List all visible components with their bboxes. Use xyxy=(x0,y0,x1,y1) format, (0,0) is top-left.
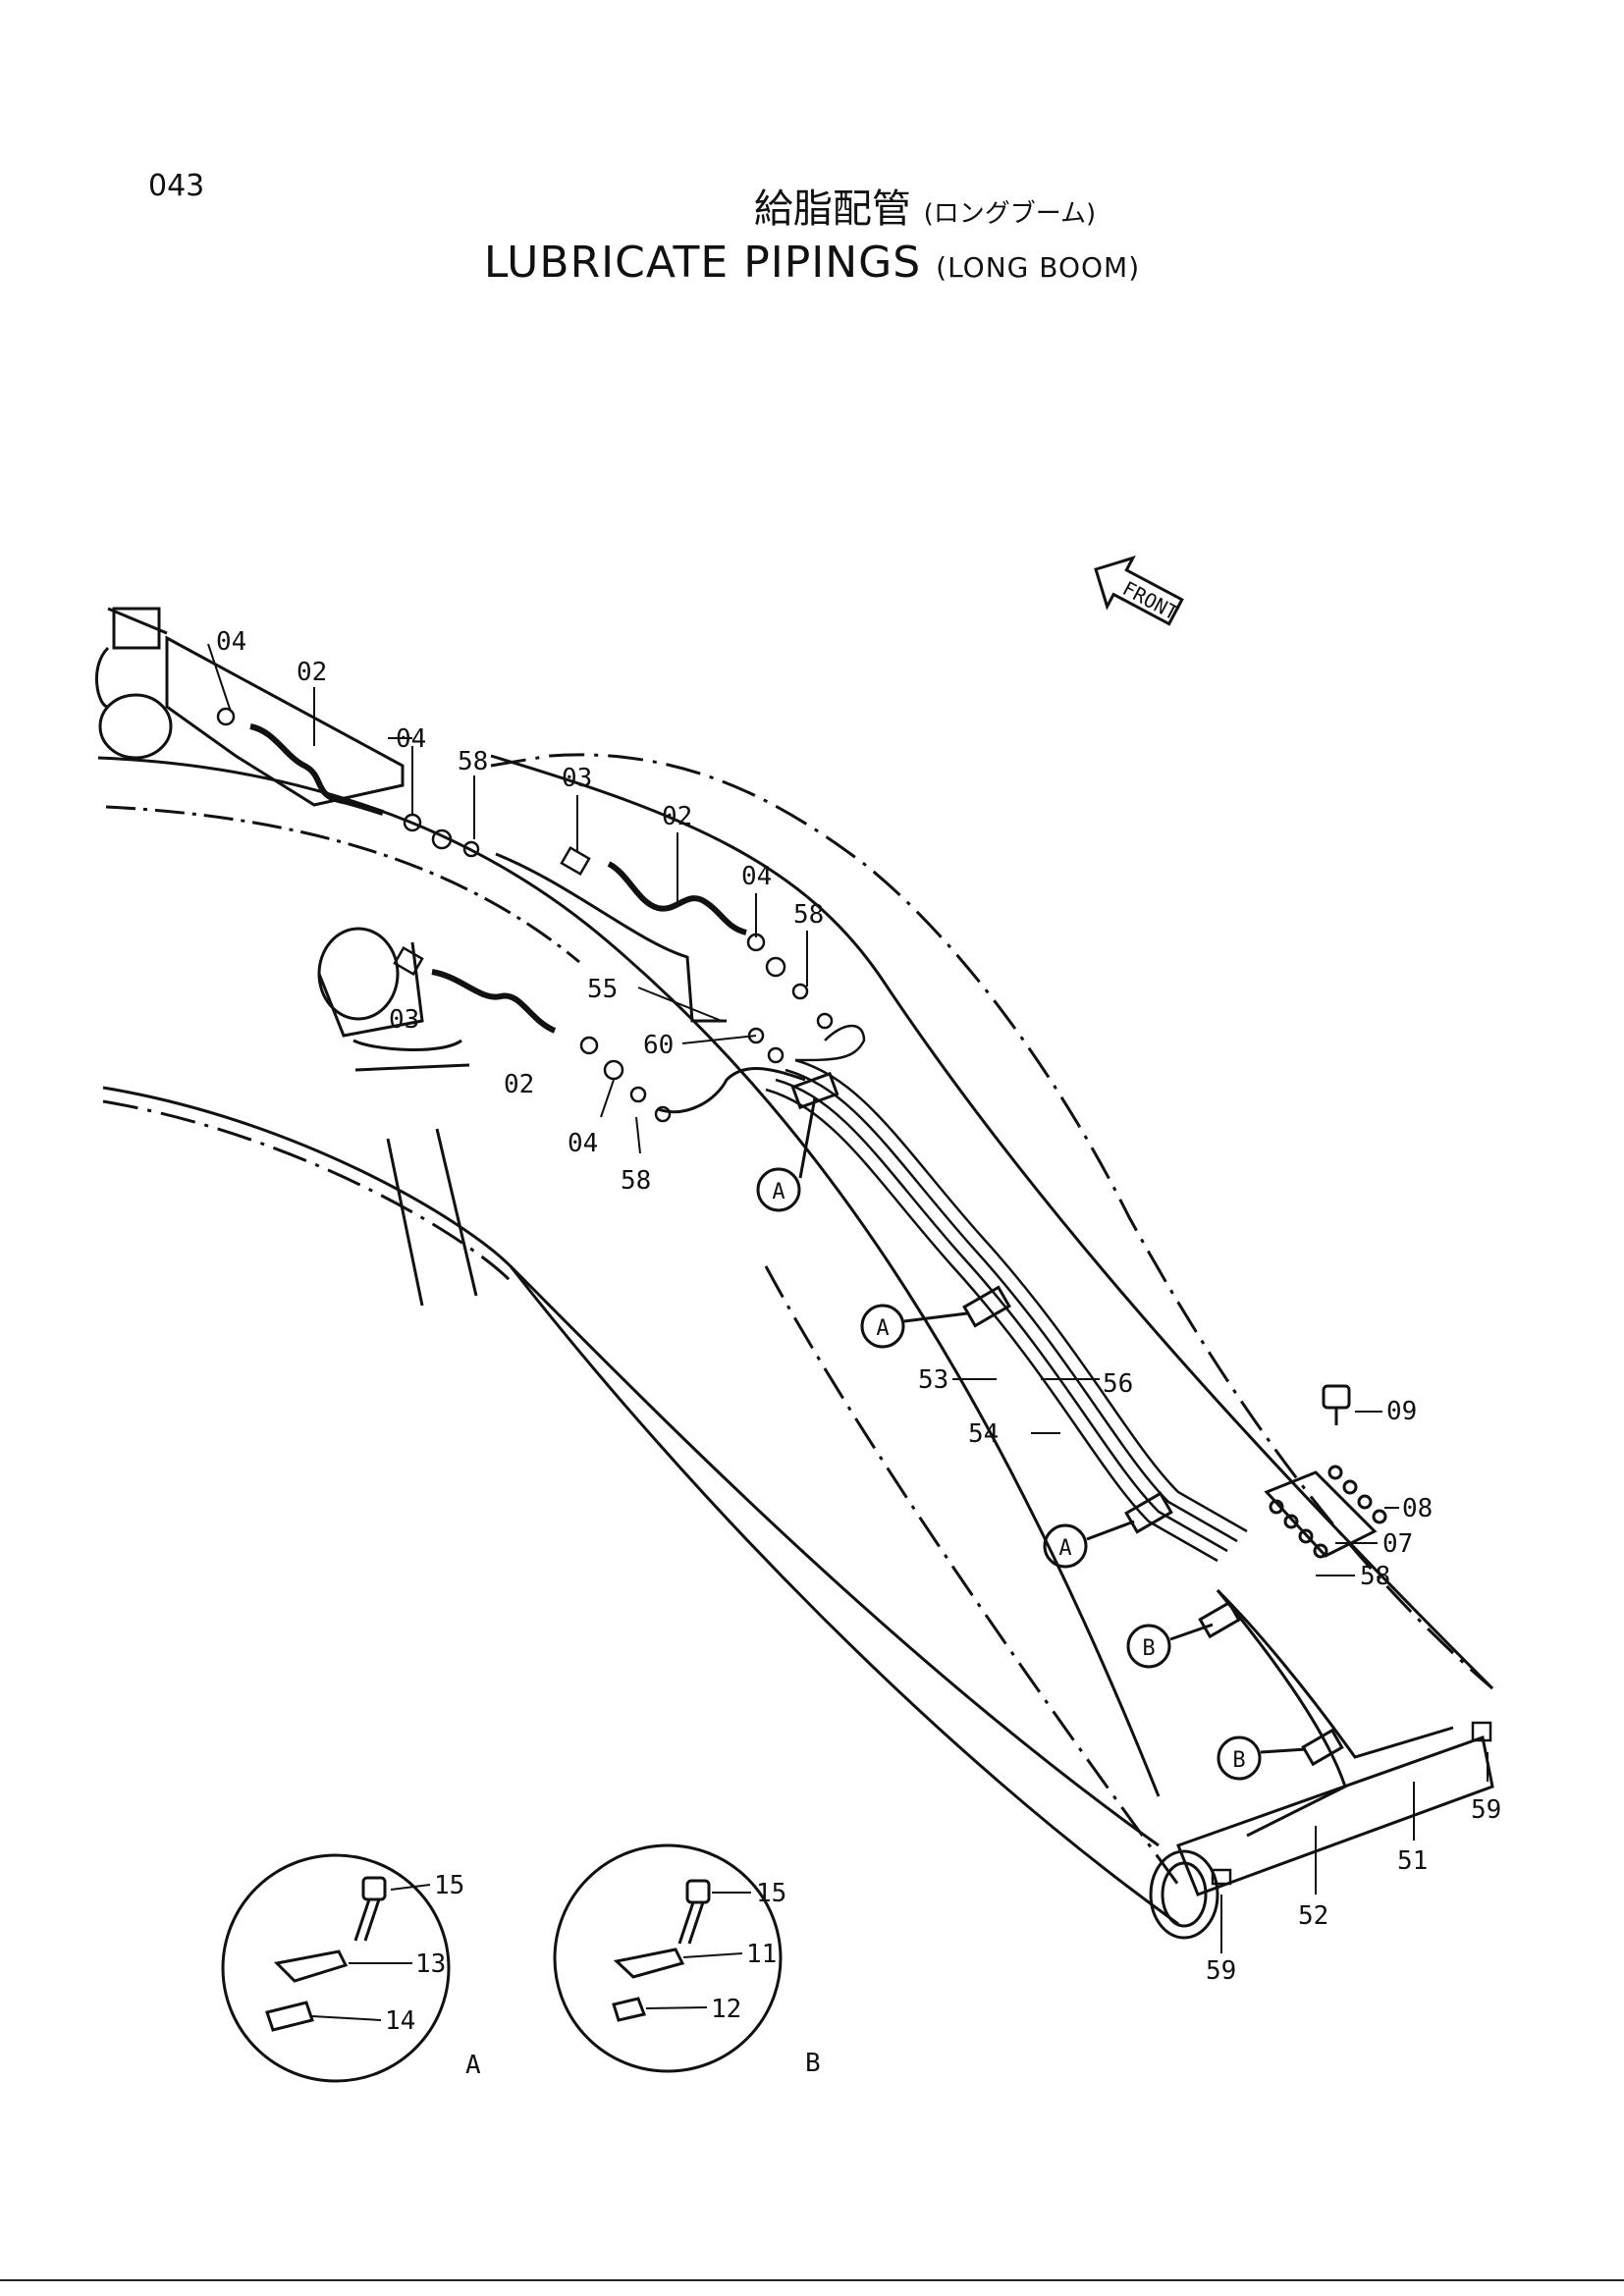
detail-a-clamp-13: 13 xyxy=(415,1949,446,1979)
pipe-60 xyxy=(657,1066,806,1114)
callout-09: 09 xyxy=(1386,1397,1417,1426)
callout-03-a: 03 xyxy=(562,764,592,793)
callout-58-b: 58 xyxy=(793,900,824,930)
title-english: LUBRICATE PIPINGS (LONG BOOM) xyxy=(0,238,1624,288)
title-english-sub: (LONG BOOM) xyxy=(936,251,1141,284)
callout-02-b: 02 xyxy=(662,802,692,831)
arm-cylinder xyxy=(317,927,478,1307)
detail-markers xyxy=(756,1096,1307,1781)
boom-foot-boss xyxy=(94,607,405,807)
pipe-bundle xyxy=(765,1024,1248,1563)
callout-02-a: 02 xyxy=(297,658,327,687)
callout-04-b: 04 xyxy=(396,724,426,754)
detail-a-nut-14: 14 xyxy=(385,2006,415,2036)
leader-lines xyxy=(207,643,1489,1953)
callout-02-c: 02 xyxy=(504,1070,534,1099)
grease-fitting-09 xyxy=(1322,1384,1351,1425)
hose-02-lower xyxy=(431,969,557,1034)
clamp-a3 xyxy=(1124,1491,1173,1534)
callout-08: 08 xyxy=(1402,1494,1433,1523)
clamp-b1 xyxy=(1198,1600,1241,1639)
callout-52: 52 xyxy=(1298,1901,1328,1931)
detail-b-letter: B xyxy=(805,2049,821,2078)
marker-a-1: A xyxy=(772,1180,785,1204)
pipe-52 xyxy=(1216,1589,1347,1838)
detail-view-a xyxy=(221,1853,451,2083)
marker-a-2: A xyxy=(876,1316,889,1341)
clamp-b2 xyxy=(1301,1728,1344,1767)
front-arrow-icon: FRONT xyxy=(1094,555,1184,626)
fittings xyxy=(216,707,1492,1886)
detail-b-clamp-11: 11 xyxy=(746,1940,777,1969)
callout-60: 60 xyxy=(643,1031,674,1060)
lubricator-block xyxy=(1264,1465,1387,1559)
title-japanese-sub: (ロングブーム) xyxy=(923,199,1097,229)
callout-07: 07 xyxy=(1382,1529,1413,1559)
detail-a-bolt-15: 15 xyxy=(434,1871,464,1900)
callout-53: 53 xyxy=(918,1365,948,1395)
callout-54: 54 xyxy=(968,1419,999,1449)
page-number: 043 xyxy=(148,169,205,203)
detail-b-bolt-15: 15 xyxy=(756,1879,786,1908)
hose-02-middle xyxy=(607,861,747,935)
title-japanese: 給脂配管 (ロングブーム) xyxy=(0,177,1624,234)
pipe-51 xyxy=(1216,1588,1454,1759)
callout-58-a: 58 xyxy=(458,747,488,776)
callout-59-b: 59 xyxy=(1206,1956,1236,1986)
callout-58-d: 58 xyxy=(1360,1562,1390,1591)
callout-04-d: 04 xyxy=(568,1129,598,1158)
callout-56: 56 xyxy=(1103,1369,1133,1399)
hose-02-top xyxy=(249,723,384,816)
callout-04-a: 04 xyxy=(216,627,246,657)
callout-labels: 04 02 04 58 03 02 04 58 55 60 03 02 04 5… xyxy=(216,627,1501,2080)
callout-51: 51 xyxy=(1397,1846,1428,1876)
callout-04-c: 04 xyxy=(741,862,772,891)
clamp-a2 xyxy=(962,1285,1011,1328)
detail-a-letter: A xyxy=(465,2051,481,2080)
marker-b-1: B xyxy=(1142,1636,1155,1661)
callout-03-b: 03 xyxy=(389,1005,419,1035)
detail-view-b xyxy=(553,1843,783,2073)
callout-55: 55 xyxy=(587,975,618,1004)
marker-b-2: B xyxy=(1232,1748,1245,1773)
detail-b-nut-12: 12 xyxy=(711,1995,741,2024)
marker-a-3: A xyxy=(1058,1536,1071,1561)
pipe-55 xyxy=(495,852,727,1023)
callout-59-a: 59 xyxy=(1471,1795,1501,1825)
bottom-rule xyxy=(0,2279,1624,2281)
title-japanese-main: 給脂配管 xyxy=(753,187,911,232)
boom-outline xyxy=(97,753,1494,1940)
callout-58-c: 58 xyxy=(621,1166,651,1196)
clamp-a1 xyxy=(790,1071,839,1110)
title-english-main: LUBRICATE PIPINGS xyxy=(483,238,922,288)
